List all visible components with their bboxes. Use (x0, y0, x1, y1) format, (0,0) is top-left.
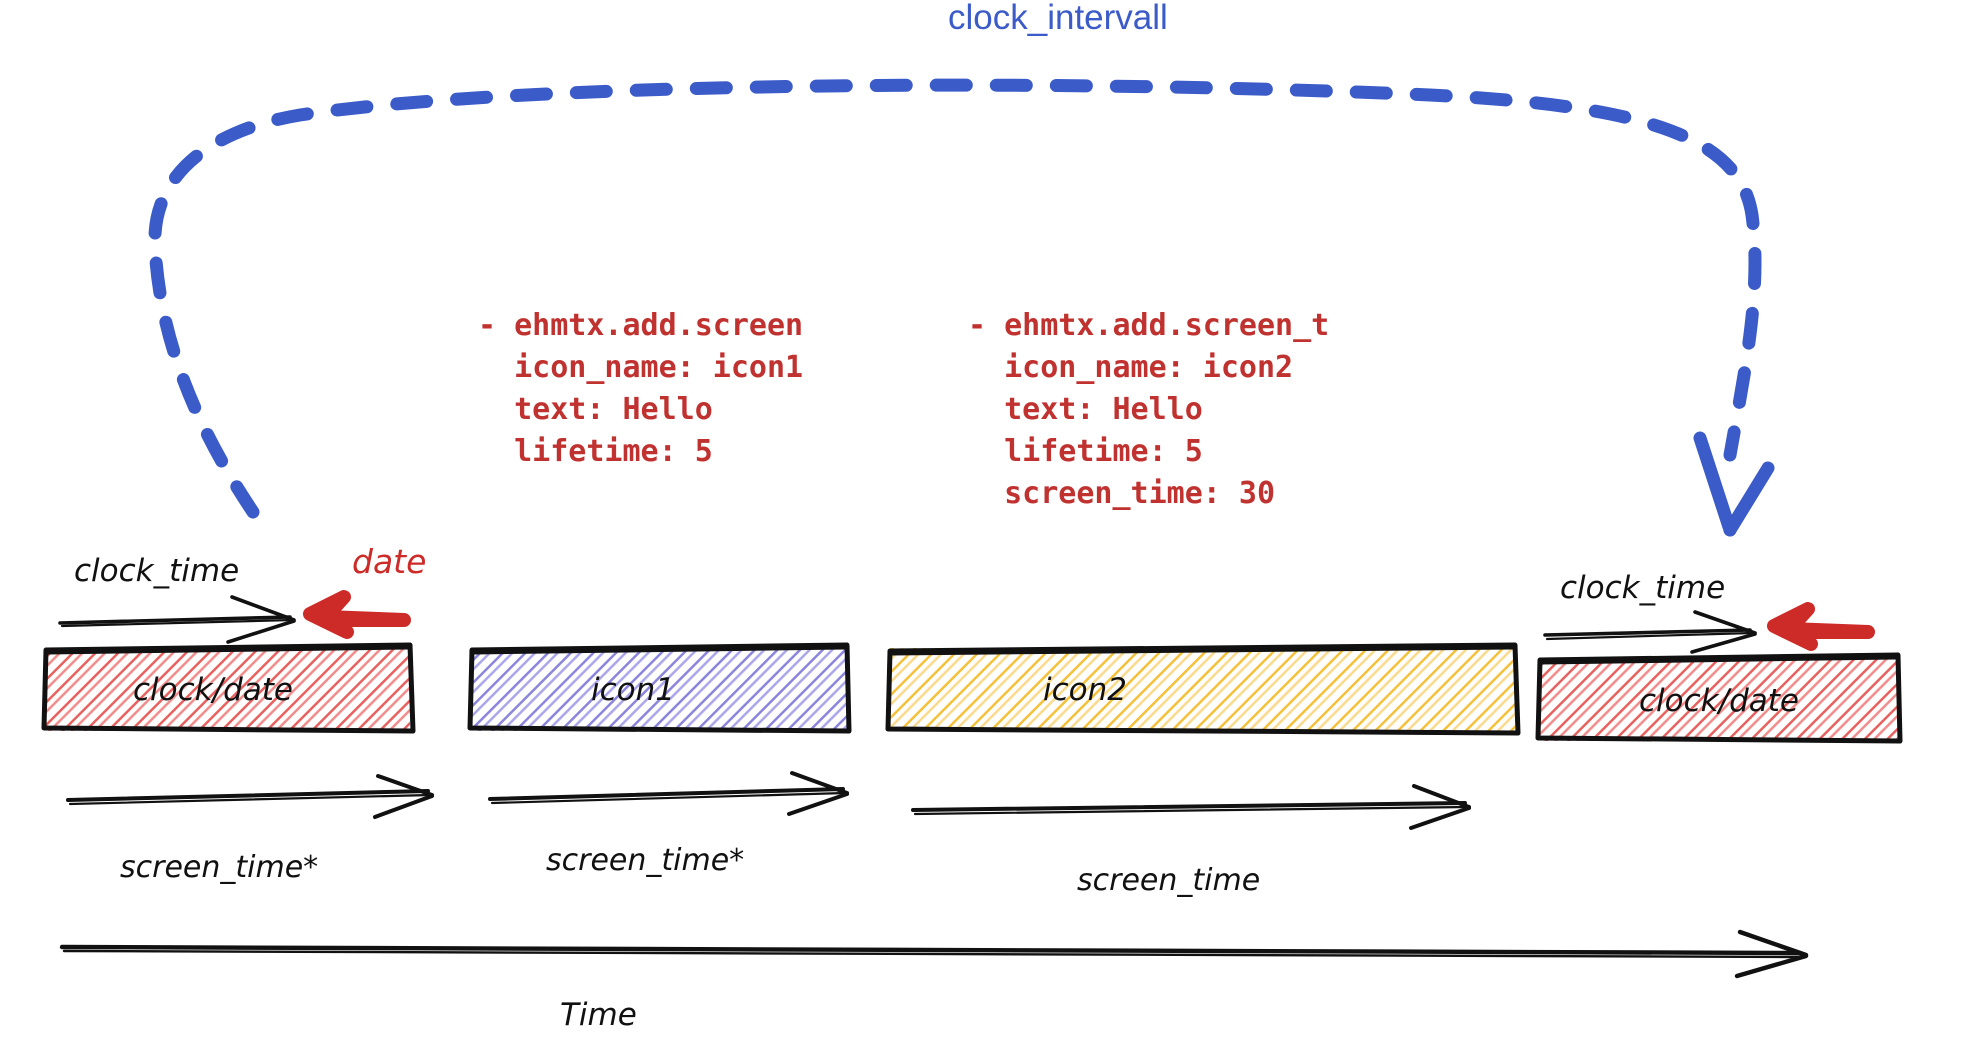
date-arrow (303, 590, 411, 639)
label-date: date (352, 542, 427, 581)
duration-arrow-3 (911, 784, 1471, 830)
clock-time-arrow-right (1543, 610, 1757, 654)
box-icon2 (885, 642, 1521, 736)
duration-arrow-2 (488, 771, 849, 816)
diagram-title: clock_intervall (948, 0, 1168, 37)
label-screen-time-3: screen_time (1077, 863, 1261, 898)
label-screen-time-1: screen_time* (120, 850, 319, 885)
box-label-icon1: icon1 (591, 672, 675, 708)
box-label-clock-date-right: clock/date (1639, 683, 1799, 719)
label-clock-time-right: clock_time (1560, 570, 1726, 606)
time-axis-arrow (59, 929, 1809, 979)
box-label-clock-date-left: clock/date (133, 672, 293, 708)
clock-intervall-arrow (148, 78, 1775, 537)
code-block-add-screen-t: - ehmtx.add.screen_t icon_name: icon2 te… (968, 308, 1330, 511)
label-screen-time-2: screen_time* (546, 843, 745, 878)
label-time-axis: Time (560, 997, 637, 1033)
duration-arrow-1 (66, 774, 434, 819)
box-label-icon2: icon2 (1043, 672, 1127, 708)
date-arrow-right (1767, 602, 1875, 651)
clock-time-arrow-left (58, 595, 296, 644)
code-block-add-screen: - ehmtx.add.screen icon_name: icon1 text… (478, 308, 804, 469)
label-clock-time-left: clock_time (74, 553, 240, 589)
